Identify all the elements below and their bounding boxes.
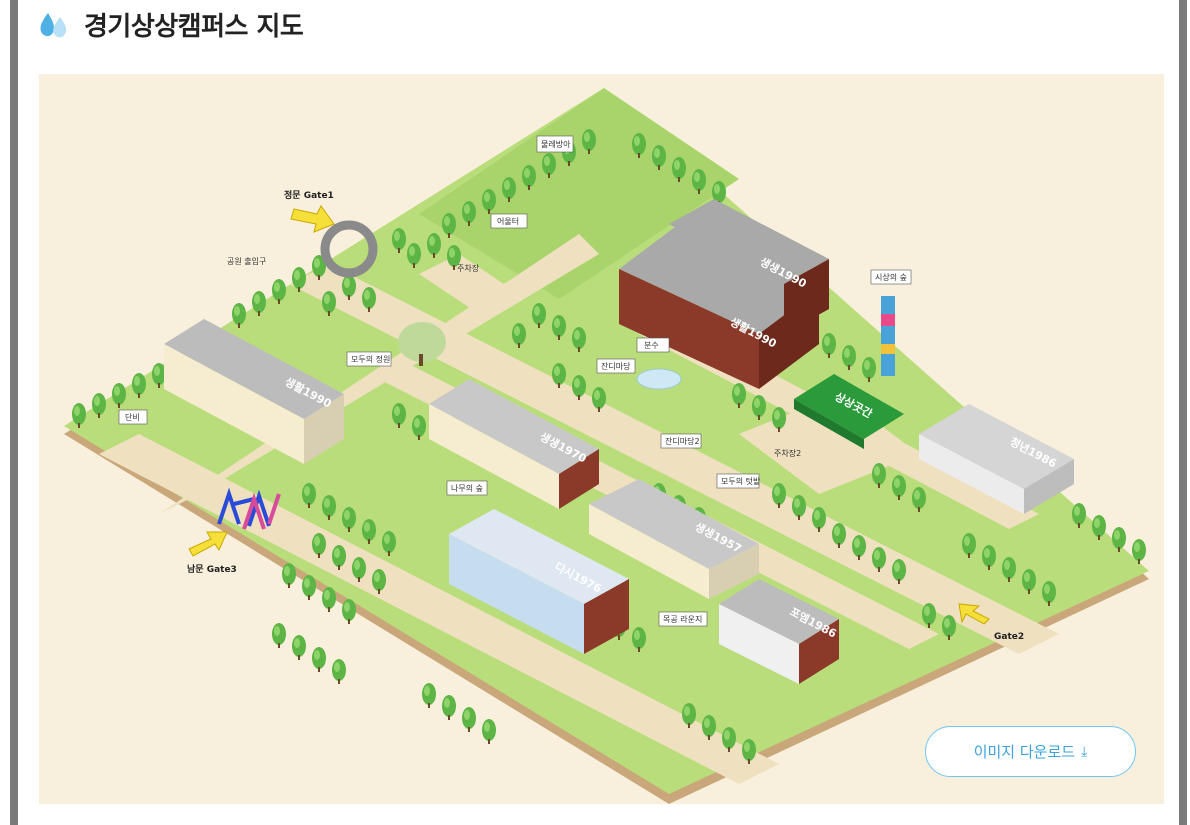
building-cheongnyeon-1986[interactable]: 청년1986 [919, 404, 1074, 514]
big-tree [398, 322, 446, 366]
tower-sculpture [881, 296, 895, 376]
campus-map: 생활1990 생생1990 생활1990 생생1970 생생1957 [39, 74, 1164, 804]
main-gate-arch [320, 220, 378, 278]
label-l5: 분수 [644, 341, 659, 350]
water-drop-logo-icon [38, 9, 72, 39]
gate1-label: 정문 Gate1 [284, 189, 334, 201]
label-l2: 어울터 [497, 216, 519, 226]
facility-labels: 물레방아 어울터 주차장 모두의 정원 분수 잔디마당 단비 주차장2 모두의 … [118, 135, 912, 627]
page-title: 경기상상캠퍼스 지도 [84, 11, 304, 42]
north-forest-area [419, 88, 739, 299]
gate3-label: 남문 Gate3 [187, 563, 237, 575]
label-l10: 목공 라운지 [663, 615, 702, 624]
label-l11: 나무의 숲 [451, 483, 483, 493]
building-saengwhal-1990-west[interactable]: 생활1990 [164, 319, 344, 464]
fountain [636, 368, 682, 390]
image-download-button[interactable]: 이미지 다운로드 ⤓ [925, 726, 1136, 777]
label-l3: 주차장 [457, 263, 480, 273]
label-l4: 모두의 정원 [351, 354, 390, 364]
gate2-arrow [958, 603, 990, 625]
download-icon: ⤓ [1081, 743, 1088, 760]
building-dasi-1976[interactable]: 다시1976 [449, 509, 629, 654]
gate2-label: Gate2 [994, 632, 1024, 642]
label-l1: 물레방아 [541, 139, 571, 149]
building-saengsaeng-1990[interactable]: 생생1990 [669, 199, 829, 334]
label-l13: 공원 출입구 [227, 256, 266, 266]
window-frame-left [10, 0, 18, 825]
window-frame-right [1179, 0, 1187, 825]
label-l9: 모두의 텃밭 [721, 476, 761, 486]
label-l7: 단비 [125, 412, 140, 422]
building-sangsang-gotgan[interactable]: 상상곳간 [794, 374, 904, 449]
download-button-label: 이미지 다운로드 [973, 743, 1076, 761]
page-header: 경기상상캠퍼스 지도 [38, 4, 304, 44]
label-l12: 시상의 숲 [875, 272, 907, 282]
label-l8: 주차장2 [774, 448, 801, 458]
swing-structure [217, 487, 281, 530]
building-saengsaeng-1970[interactable]: 생생1970 [429, 379, 599, 509]
gate3-arrow [188, 531, 228, 557]
campus-map-illustration: 생활1990 생생1990 생활1990 생생1970 생생1957 [64, 88, 1149, 804]
label-l14: 잔디마당2 [665, 436, 700, 446]
label-l6: 잔디마당 [601, 361, 631, 371]
gate1-arrow [290, 205, 335, 233]
